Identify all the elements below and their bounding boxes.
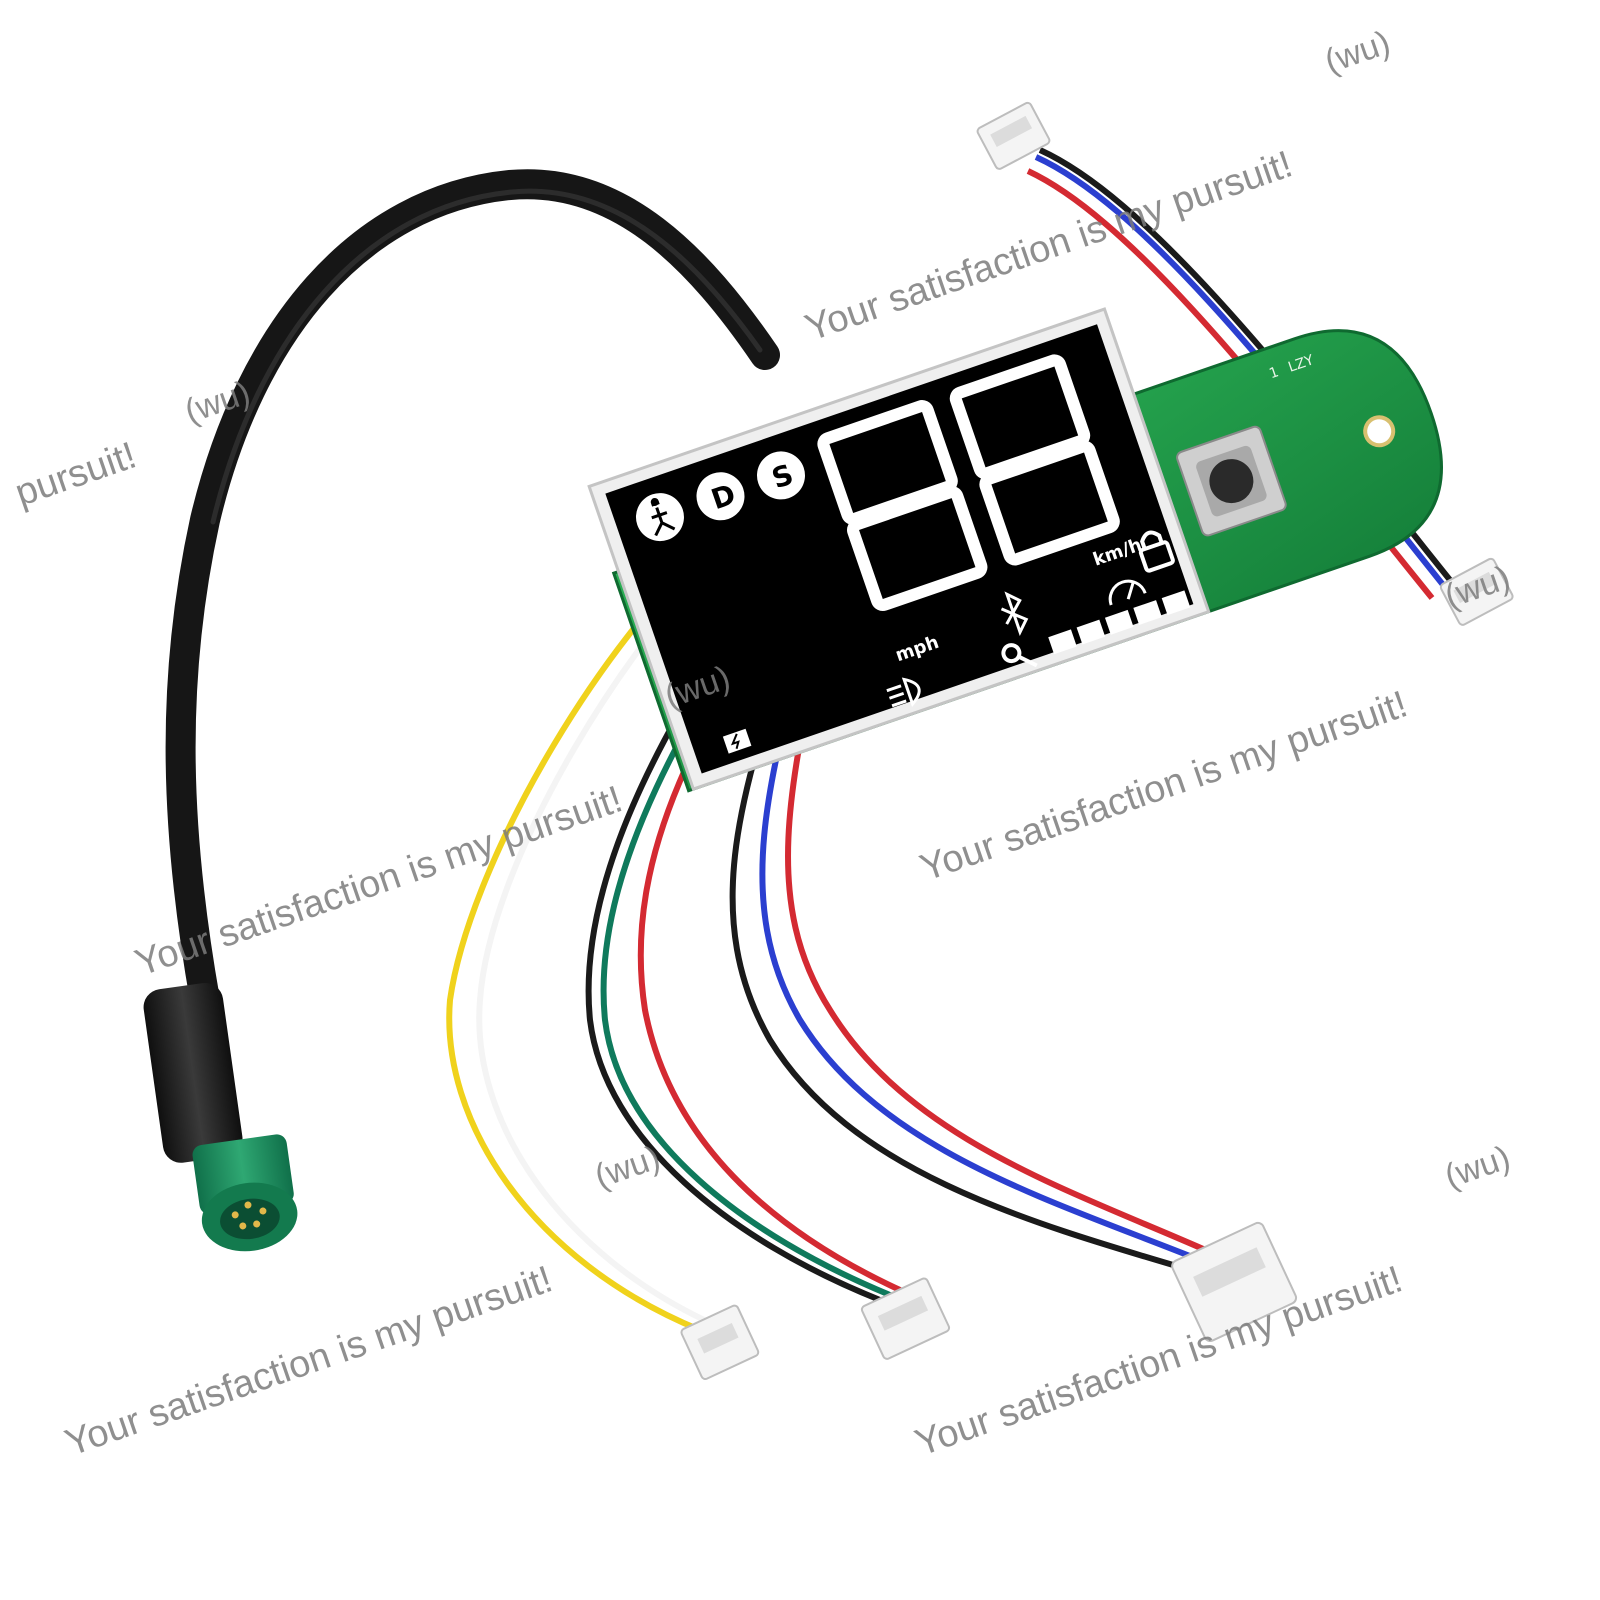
lock-icon [1138,530,1175,573]
connector-three-wire [860,1277,951,1360]
display-module: G 1 LZY D S 88 km/h [587,307,1443,793]
connector-yellow-white [680,1304,760,1381]
mode-s-icon [756,451,805,500]
harness-connector-top [976,101,1051,170]
mounting-hole [1363,415,1396,448]
harness-connector-bottom [1439,557,1514,626]
main-cable [165,169,780,1015]
charging-icon [722,728,752,754]
joystick-button[interactable] [1175,425,1287,537]
bluetooth-icon [1000,591,1029,637]
headlight-icon [886,677,921,708]
display-screen [605,324,1194,774]
battery-segments [1048,590,1191,655]
cruise-control-icon [1108,579,1147,606]
wrench-icon [1001,643,1038,668]
cable-plug [143,982,298,1252]
mode-d-icon [696,472,745,521]
speed-digits [817,354,1120,612]
plug-pins [231,1201,267,1230]
connector-four-wire [1171,1221,1298,1343]
